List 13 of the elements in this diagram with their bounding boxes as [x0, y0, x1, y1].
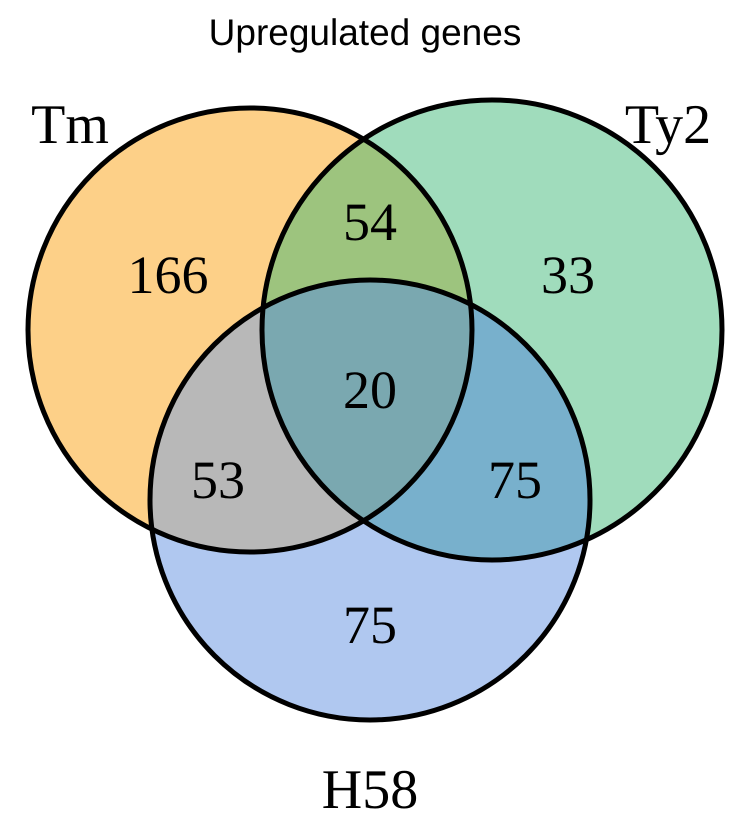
region-count: 75: [343, 598, 397, 652]
region-count: 33: [541, 248, 595, 302]
region-count: 53: [191, 453, 245, 507]
set-label: Ty2: [624, 97, 712, 153]
set-label: H58: [322, 762, 418, 818]
region-count: 166: [128, 248, 208, 302]
region-count: 75: [488, 453, 542, 507]
set-circle: [26, 106, 474, 554]
region-count: 20: [343, 363, 397, 417]
region-count: 54: [343, 195, 397, 249]
set-label: Tm: [31, 97, 109, 153]
set-circle: [260, 98, 724, 562]
chart-title: Upregulated genes: [208, 11, 522, 55]
